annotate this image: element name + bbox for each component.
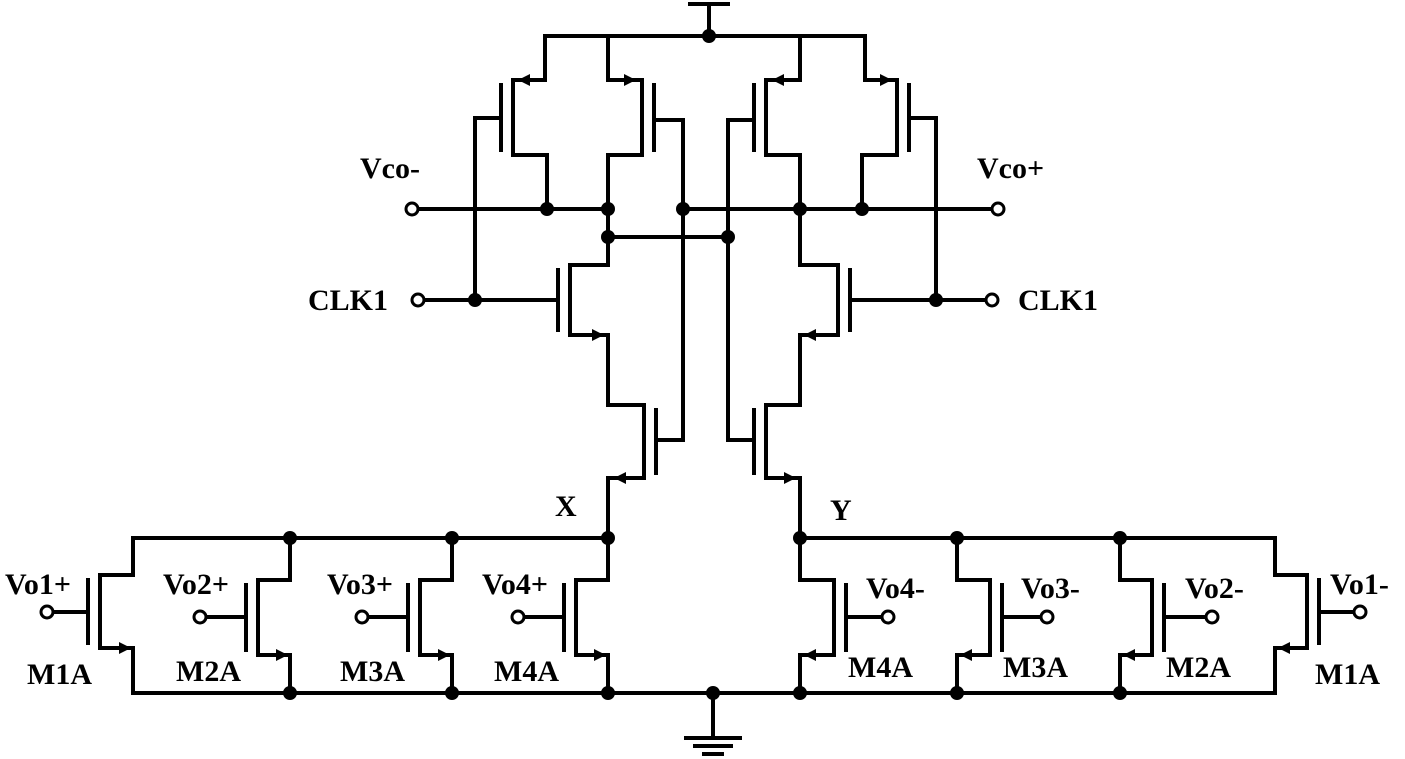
m1a-right [1273, 536, 1360, 695]
vo4-minus-terminal [880, 609, 896, 625]
vo1-minus-terminal [1352, 604, 1368, 620]
pmos-reset-left-outer [499, 34, 549, 209]
nmos-latch-right [798, 205, 938, 407]
m4a-left-label: M4A [494, 655, 559, 688]
vo2-plus-label: Vo2+ [163, 568, 229, 601]
m3a-left-label: M3A [340, 655, 405, 688]
node-x-label: X [555, 490, 577, 523]
clk1-left-label: CLK1 [308, 284, 388, 317]
vo4-plus-label: Vo4+ [482, 568, 548, 601]
nmos-latch-left [473, 205, 610, 407]
node-y-label: Y [830, 494, 852, 527]
vco-plus-label: Vco+ [977, 152, 1044, 185]
clk1-right-terminal [984, 292, 1000, 308]
vco-plus-terminal [990, 201, 1006, 217]
vo4-plus-terminal [510, 609, 526, 625]
pmos-latch-right [726, 34, 802, 209]
vo4-minus-label: Vo4- [866, 572, 925, 605]
vo1-minus-label: Vo1- [1330, 568, 1389, 601]
clk1-right-label: CLK1 [1018, 284, 1098, 317]
m3a-right [955, 536, 1047, 695]
clk1-left-terminal [410, 292, 426, 308]
pmos-latch-left [606, 34, 685, 209]
m2a-right-label: M2A [1166, 651, 1231, 684]
pmos-reset-right-outer [860, 34, 911, 209]
vo2-minus-terminal [1204, 609, 1220, 625]
m4a-right [798, 536, 888, 695]
m4a-right-label: M4A [848, 651, 913, 684]
vo3-plus-terminal [354, 609, 370, 625]
junction-dots [283, 29, 1127, 700]
m2a-left-label: M2A [176, 655, 241, 688]
m1a-right-label: M1A [1315, 658, 1380, 691]
vco-minus-label: Vco- [360, 152, 420, 185]
vo3-minus-label: Vo3- [1021, 572, 1080, 605]
m3a-right-label: M3A [1003, 651, 1068, 684]
nmos-cascode-left [606, 403, 685, 542]
vco-minus-terminal [404, 201, 420, 217]
vo1-plus-terminal [39, 604, 55, 620]
ground-icon [684, 691, 742, 756]
vo2-plus-terminal [192, 609, 208, 625]
vo2-minus-label: Vo2- [1185, 572, 1244, 605]
vo3-plus-label: Vo3+ [327, 568, 393, 601]
m1a-left-label: M1A [27, 658, 92, 691]
m1a-left [48, 536, 135, 695]
nmos-cascode-right [726, 403, 802, 542]
m4a-left [516, 536, 610, 695]
vo1-plus-label: Vo1+ [5, 568, 71, 601]
vo3-minus-terminal [1039, 609, 1055, 625]
